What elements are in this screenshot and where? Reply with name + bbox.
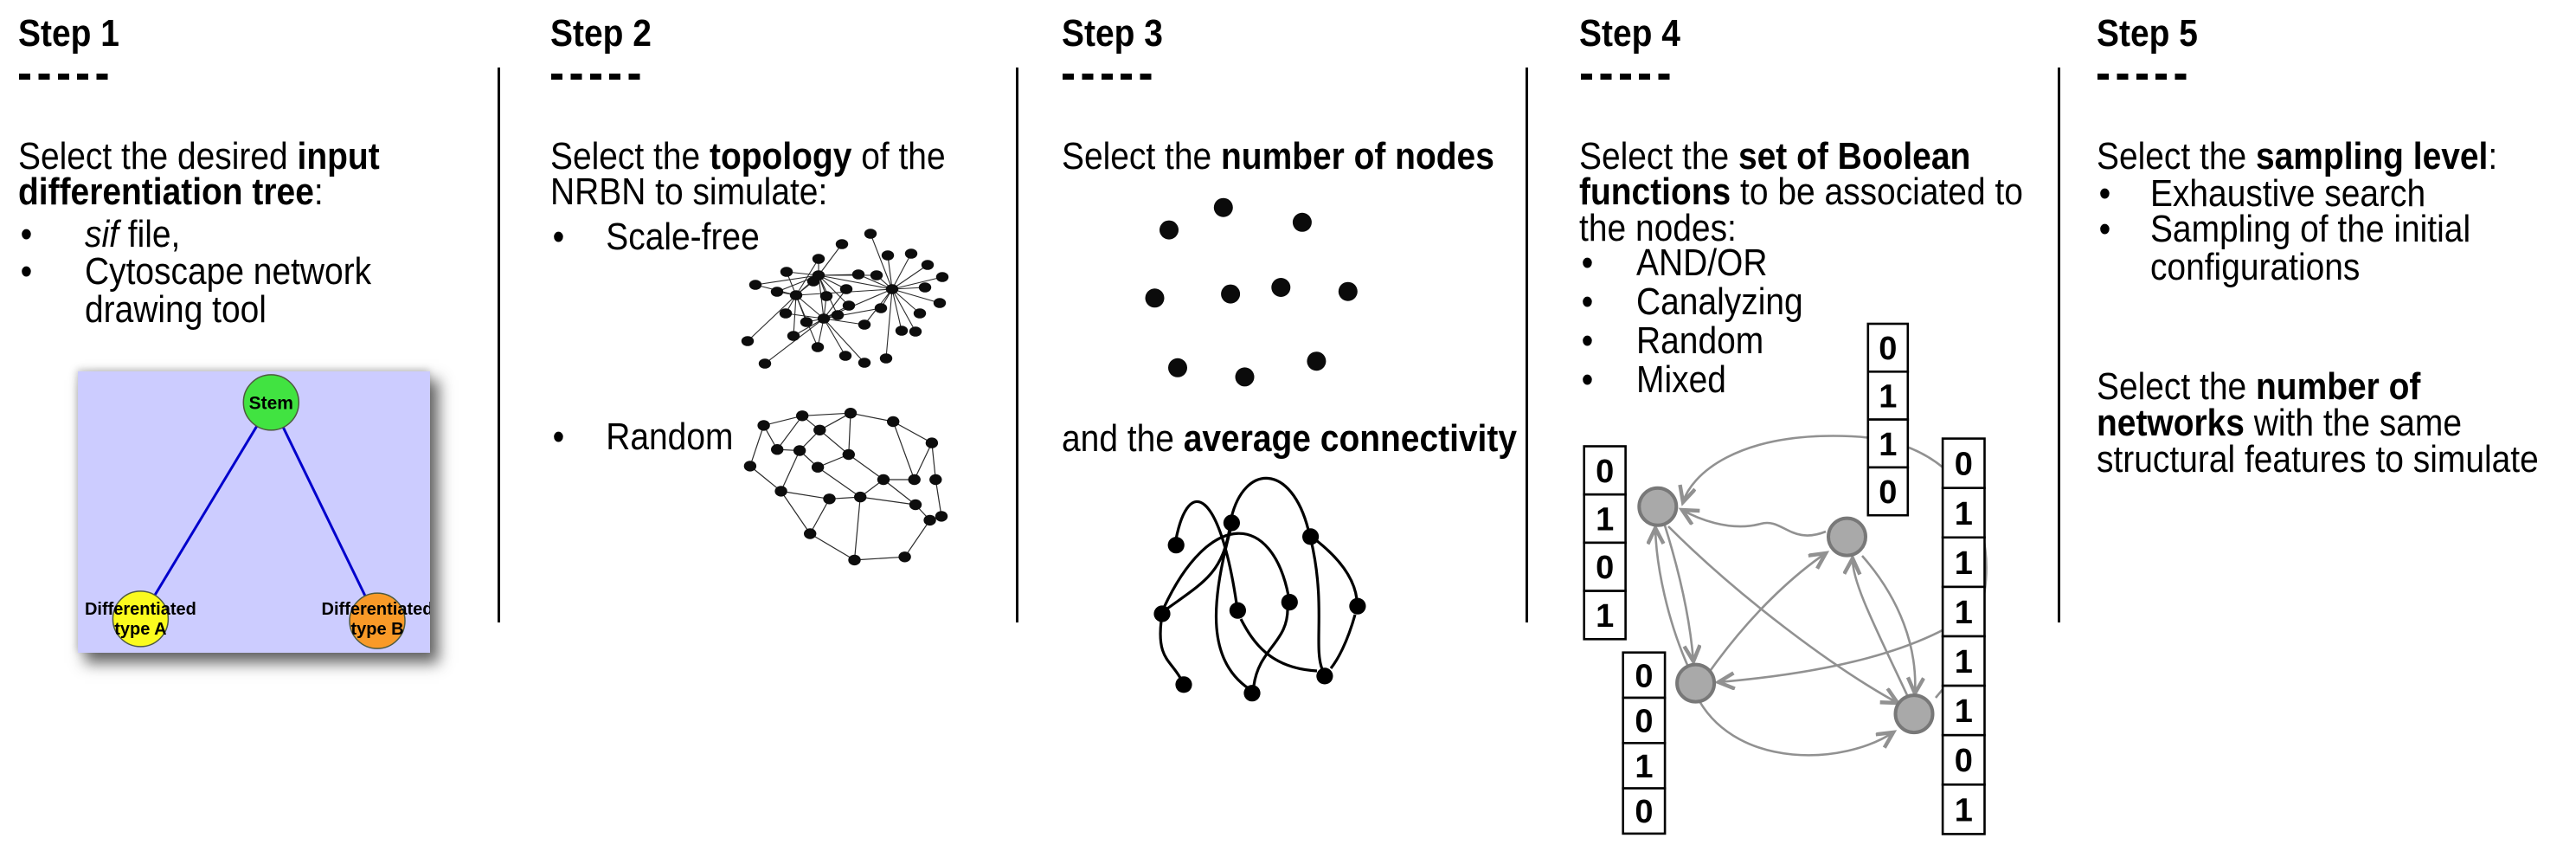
svg-text:0: 0 bbox=[1955, 743, 1973, 779]
svg-text:0: 0 bbox=[1955, 447, 1973, 483]
svg-text:1: 1 bbox=[1635, 749, 1653, 785]
svg-text:1: 1 bbox=[1879, 378, 1897, 415]
svg-text:0: 0 bbox=[1635, 658, 1653, 694]
svg-text:1: 1 bbox=[1596, 502, 1614, 538]
svg-text:Stem: Stem bbox=[249, 394, 293, 414]
svg-text:Differentiated: Differentiated bbox=[322, 600, 430, 619]
svg-text:1: 1 bbox=[1955, 545, 1973, 582]
svg-text:0: 0 bbox=[1635, 704, 1653, 740]
svg-text:Differentiated: Differentiated bbox=[85, 600, 196, 619]
svg-text:0: 0 bbox=[1635, 794, 1653, 830]
svg-text:0: 0 bbox=[1596, 550, 1614, 586]
svg-text:0: 0 bbox=[1879, 474, 1897, 511]
svg-text:1: 1 bbox=[1879, 427, 1897, 463]
svg-text:1: 1 bbox=[1955, 693, 1973, 730]
svg-text:0: 0 bbox=[1596, 454, 1614, 490]
svg-text:0: 0 bbox=[1879, 331, 1897, 367]
svg-text:1: 1 bbox=[1955, 595, 1973, 631]
svg-text:1: 1 bbox=[1955, 496, 1973, 532]
svg-text:1: 1 bbox=[1955, 792, 1973, 828]
svg-text:1: 1 bbox=[1955, 644, 1973, 680]
svg-text:type A: type A bbox=[114, 620, 166, 639]
svg-text:type B: type B bbox=[350, 620, 403, 639]
svg-text:1: 1 bbox=[1596, 598, 1614, 635]
